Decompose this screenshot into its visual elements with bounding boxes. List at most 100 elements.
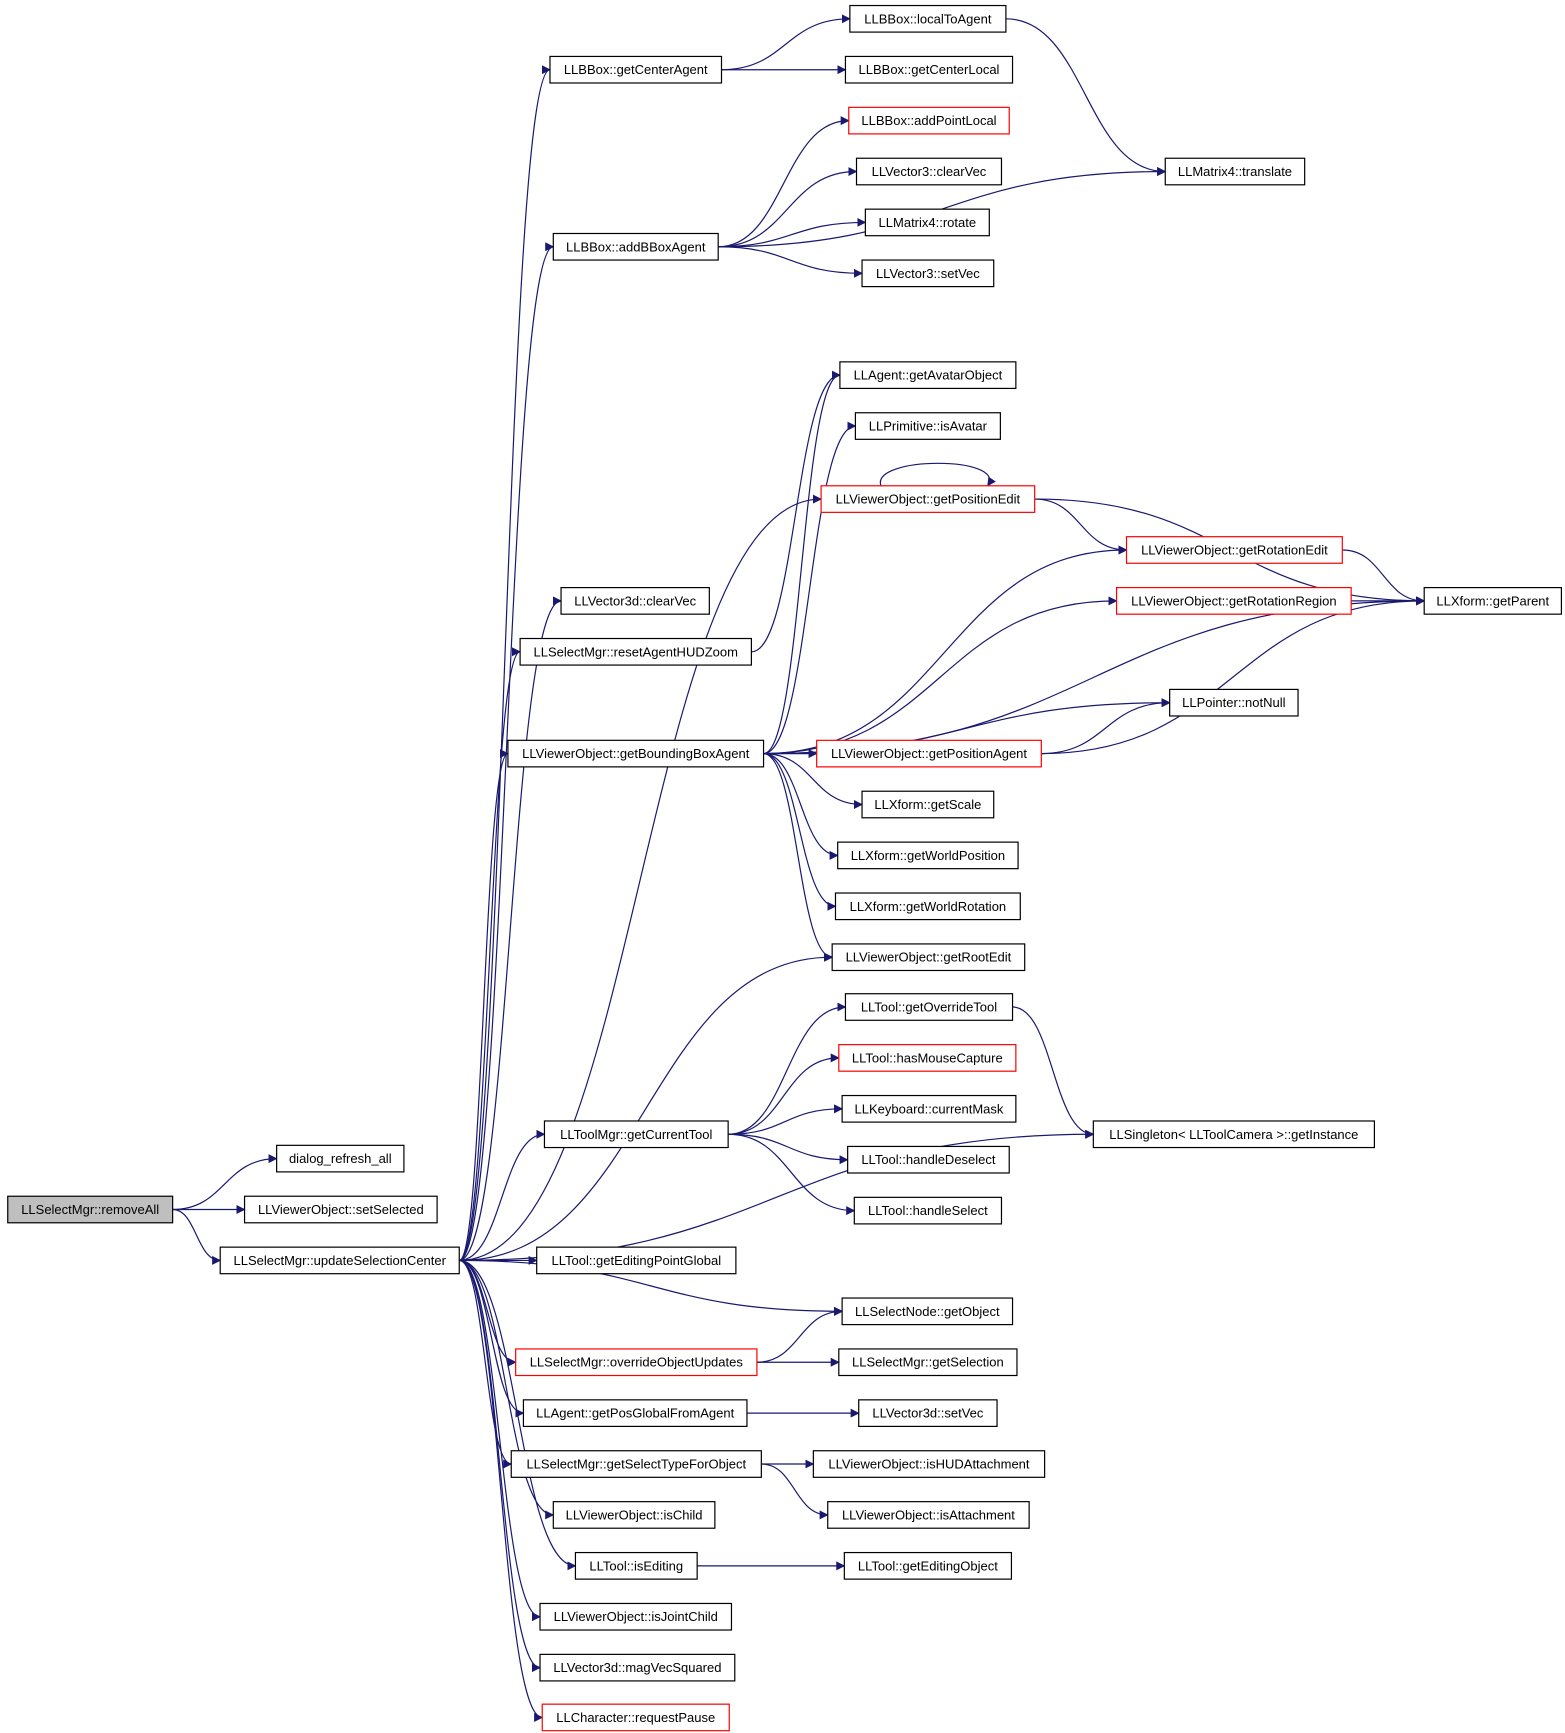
node-getParent[interactable]: LLXform::getParent [1423,587,1563,615]
node-setSelected[interactable]: LLViewerObject::setSelected [243,1195,438,1224]
node-box [510,1450,762,1478]
node-box [812,1450,1046,1478]
node-box [843,1551,1013,1580]
edge-getBoundingBoxAgent-to-isAvatar [763,421,857,755]
edge-updateSelectionCenter-to-isJointChild [459,1259,541,1622]
node-label: LLKeyboard::currentMask [855,1101,1004,1116]
node-v3setVec[interactable]: LLVector3::setVec [861,259,995,288]
node-currentMask[interactable]: LLKeyboard::currentMask [841,1094,1017,1123]
node-label: LLSelectMgr::updateSelectionCenter [233,1253,446,1268]
node-box [539,1653,736,1682]
node-getCenterAgent[interactable]: LLBBox::getCenterAgent [549,55,723,84]
node-isAvatar[interactable]: LLPrimitive::isAvatar [854,412,1001,440]
node-getScale[interactable]: LLXform::getScale [861,790,995,819]
edge-getPositionEdit-to-getPositionEdit [880,462,996,487]
node-localToAgent[interactable]: LLBBox::localToAgent [849,4,1007,33]
node-notNull[interactable]: LLPointer::notNull [1169,688,1299,717]
node-translate[interactable]: LLMatrix4::translate [1164,157,1306,186]
edge-getBoundingBoxAgent-to-getWorldPosition [763,752,839,860]
node-getCenterLocal[interactable]: LLBBox::getCenterLocal [844,55,1014,84]
node-getPosGlobalFromAgent[interactable]: LLAgent::getPosGlobalFromAgent [522,1399,748,1428]
node-updateSelectionCenter[interactable]: LLSelectMgr::updateSelectionCenter [219,1246,460,1275]
node-getRootEdit[interactable]: LLViewerObject::getRootEdit [831,943,1026,972]
node-getWorldRotation[interactable]: LLXform::getWorldRotation [834,892,1021,921]
edge-getCurrentTool-to-hasMouseCapture [728,1053,840,1135]
node-getRotationEdit[interactable]: LLViewerObject::getRotationEdit [1125,536,1343,564]
node-getSelectTypeForObject[interactable]: LLSelectMgr::getSelectTypeForObject [510,1450,762,1478]
node-getAvatarObject[interactable]: LLAgent::getAvatarObject [839,361,1017,390]
node-v3clearVec[interactable]: LLVector3::clearVec [855,157,1003,186]
node-label: LLViewerObject::isHUDAttachment [828,1457,1029,1472]
node-handleDeselect[interactable]: LLTool::handleDeselect [847,1145,1010,1174]
node-getBoundingBoxAgent[interactable]: LLViewerObject::getBoundingBoxAgent [507,739,765,768]
node-box [839,361,1017,390]
edge-getCenterAgent-to-localToAgent [721,14,851,71]
node-label: LLSelectMgr::removeAll [21,1202,159,1217]
edge-updateSelectionCenter-to-overrideObjectUpdates [459,1259,517,1367]
edge-updateSelectionCenter-to-getBoundingBoxAgent [458,749,509,1262]
node-dialog_refresh_all[interactable]: dialog_refresh_all [276,1144,405,1173]
node-v3dsetVec[interactable]: LLVector3d::setVec [858,1399,998,1428]
edge-addBBoxAgent-to-v3clearVec [718,167,858,248]
node-v3dclearVec[interactable]: LLVector3d::clearVec [560,587,710,615]
node-getWorldPosition[interactable]: LLXform::getWorldPosition [837,841,1019,870]
node-getPositionAgent[interactable]: LLViewerObject::getPositionAgent [816,739,1042,768]
node-label: LLViewerObject::getPositionEdit [836,492,1021,507]
node-getObject[interactable]: LLSelectNode::getObject [841,1297,1014,1326]
edge-updateSelectionCenter-to-isEditing [459,1259,577,1571]
node-isEditing[interactable]: LLTool::isEditing [574,1551,698,1580]
node-box [1125,536,1343,564]
node-box [522,1399,748,1428]
node-box [834,892,1021,921]
node-getSelection[interactable]: LLSelectMgr::getSelection [838,1348,1018,1377]
node-box [539,1602,733,1631]
node-addPointLocal[interactable]: LLBBox::addPointLocal [848,106,1010,135]
node-isHUDAttachment[interactable]: LLViewerObject::isHUDAttachment [812,1450,1046,1478]
node-handleSelect[interactable]: LLTool::handleSelect [853,1196,1003,1225]
node-label: LLMatrix4::translate [1178,164,1292,179]
node-box [848,106,1010,135]
node-getEditingPointGlobal[interactable]: LLTool::getEditingPointGlobal [536,1246,737,1275]
node-isAttachment[interactable]: LLViewerObject::isAttachment [827,1501,1030,1529]
node-removeAll[interactable]: LLSelectMgr::removeAll [7,1195,174,1224]
node-getInstance[interactable]: LLSingleton< LLToolCamera >::getInstance [1092,1120,1375,1149]
edge-getBoundingBoxAgent-to-getRotationEdit [763,545,1128,755]
node-rotate[interactable]: LLMatrix4::rotate [864,208,990,237]
node-label: LLCharacter::requestPause [556,1710,715,1725]
node-label: LLTool::handleSelect [868,1203,988,1218]
node-layer: LLSelectMgr::removeAll dialog_refresh_all… [7,4,1563,1732]
node-isChild[interactable]: LLViewerObject::isChild [552,1501,716,1529]
node-label: LLToolMgr::getCurrentTool [560,1127,712,1142]
node-label: LLVector3::setVec [876,266,980,281]
edge-getCurrentTool-to-currentMask [728,1104,844,1135]
node-overrideObjectUpdates[interactable]: LLSelectMgr::overrideObjectUpdates [515,1348,758,1377]
node-isJointChild[interactable]: LLViewerObject::isJointChild [539,1602,733,1631]
node-box [837,841,1019,870]
node-getPositionEdit[interactable]: LLViewerObject::getPositionEdit [820,485,1036,513]
node-box [864,208,990,237]
edge-updateSelectionCenter-to-v3dclearVec [459,596,562,1262]
node-box [855,157,1003,186]
node-label: LLVector3d::clearVec [574,593,696,608]
node-magVecSquared[interactable]: LLVector3d::magVecSquared [539,1653,736,1682]
node-addBBoxAgent[interactable]: LLBBox::addBBoxAgent [552,232,719,261]
node-label: LLSelectMgr::resetAgentHUDZoom [533,644,737,659]
node-requestPause[interactable]: LLCharacter::requestPause [541,1703,730,1732]
node-getRotationRegion[interactable]: LLViewerObject::getRotationRegion [1115,587,1352,615]
node-getOverrideTool[interactable]: LLTool::getOverrideTool [844,993,1014,1021]
node-box [507,739,765,768]
node-label: LLViewerObject::getRotationRegion [1131,593,1336,608]
node-getCurrentTool[interactable]: LLToolMgr::getCurrentTool [543,1120,729,1149]
node-resetAgentHUDZoom[interactable]: LLSelectMgr::resetAgentHUDZoom [519,637,752,666]
node-box [1164,157,1306,186]
node-label: LLViewerObject::isAttachment [842,1507,1015,1522]
node-box [1115,587,1352,615]
node-label: LLSingleton< LLToolCamera >::getInstance [1109,1127,1358,1142]
node-box [1169,688,1299,717]
node-label: LLXform::getParent [1436,593,1549,608]
edge-getBoundingBoxAgent-to-getRootEdit [763,752,834,962]
node-getEditingObject[interactable]: LLTool::getEditingObject [843,1551,1013,1580]
node-hasMouseCapture[interactable]: LLTool::hasMouseCapture [838,1044,1017,1072]
node-label: LLTool::getEditingObject [858,1558,998,1573]
node-box [219,1246,460,1275]
